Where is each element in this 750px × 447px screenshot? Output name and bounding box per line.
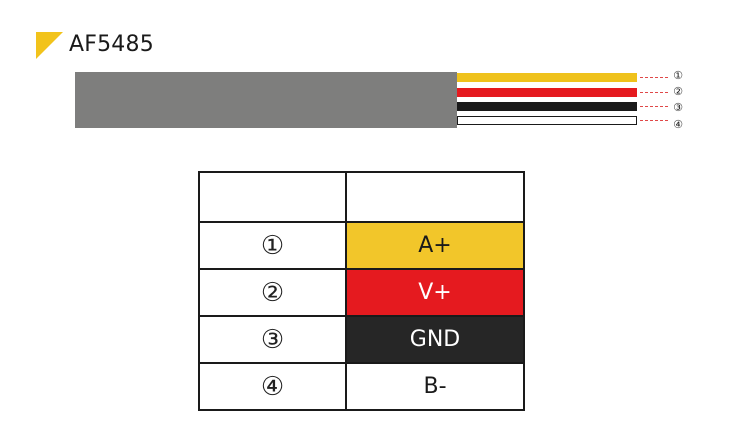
- cable-jacket: [75, 72, 457, 128]
- wire-label-2: ②: [673, 85, 683, 98]
- pin-number-1: ①: [198, 221, 347, 270]
- leader-line-1: [640, 77, 668, 78]
- title-triangle-icon: [36, 32, 63, 59]
- signal-cell-3: GND: [345, 315, 525, 364]
- table-row: ① A+: [198, 221, 525, 270]
- signal-cell-2: V+: [345, 268, 525, 317]
- model-title: AF5485: [69, 32, 154, 57]
- table-row: ③ GND: [198, 315, 525, 364]
- signal-cell-4: B-: [345, 362, 525, 411]
- wire-label-4: ④: [673, 118, 683, 131]
- wire-2: [457, 88, 637, 97]
- signal-cell-1: A+: [345, 221, 525, 270]
- wire-label-3: ③: [673, 101, 683, 114]
- wire-4: [457, 116, 637, 125]
- leader-line-4: [640, 120, 668, 121]
- pin-number-3: ③: [198, 315, 347, 364]
- table-header-row: [198, 171, 525, 223]
- wire-label-1: ①: [673, 69, 683, 82]
- wire-1: [457, 73, 637, 82]
- leader-line-2: [640, 92, 668, 93]
- wire-3: [457, 102, 637, 111]
- table-row: ④ B-: [198, 362, 525, 411]
- header-number: [198, 171, 347, 223]
- header-signal: [345, 171, 525, 223]
- table-row: ② V+: [198, 268, 525, 317]
- leader-line-3: [640, 106, 668, 107]
- pin-number-2: ②: [198, 268, 347, 317]
- pin-number-4: ④: [198, 362, 347, 411]
- pinout-table: ① A+ ② V+ ③ GND ④ B-: [198, 171, 525, 411]
